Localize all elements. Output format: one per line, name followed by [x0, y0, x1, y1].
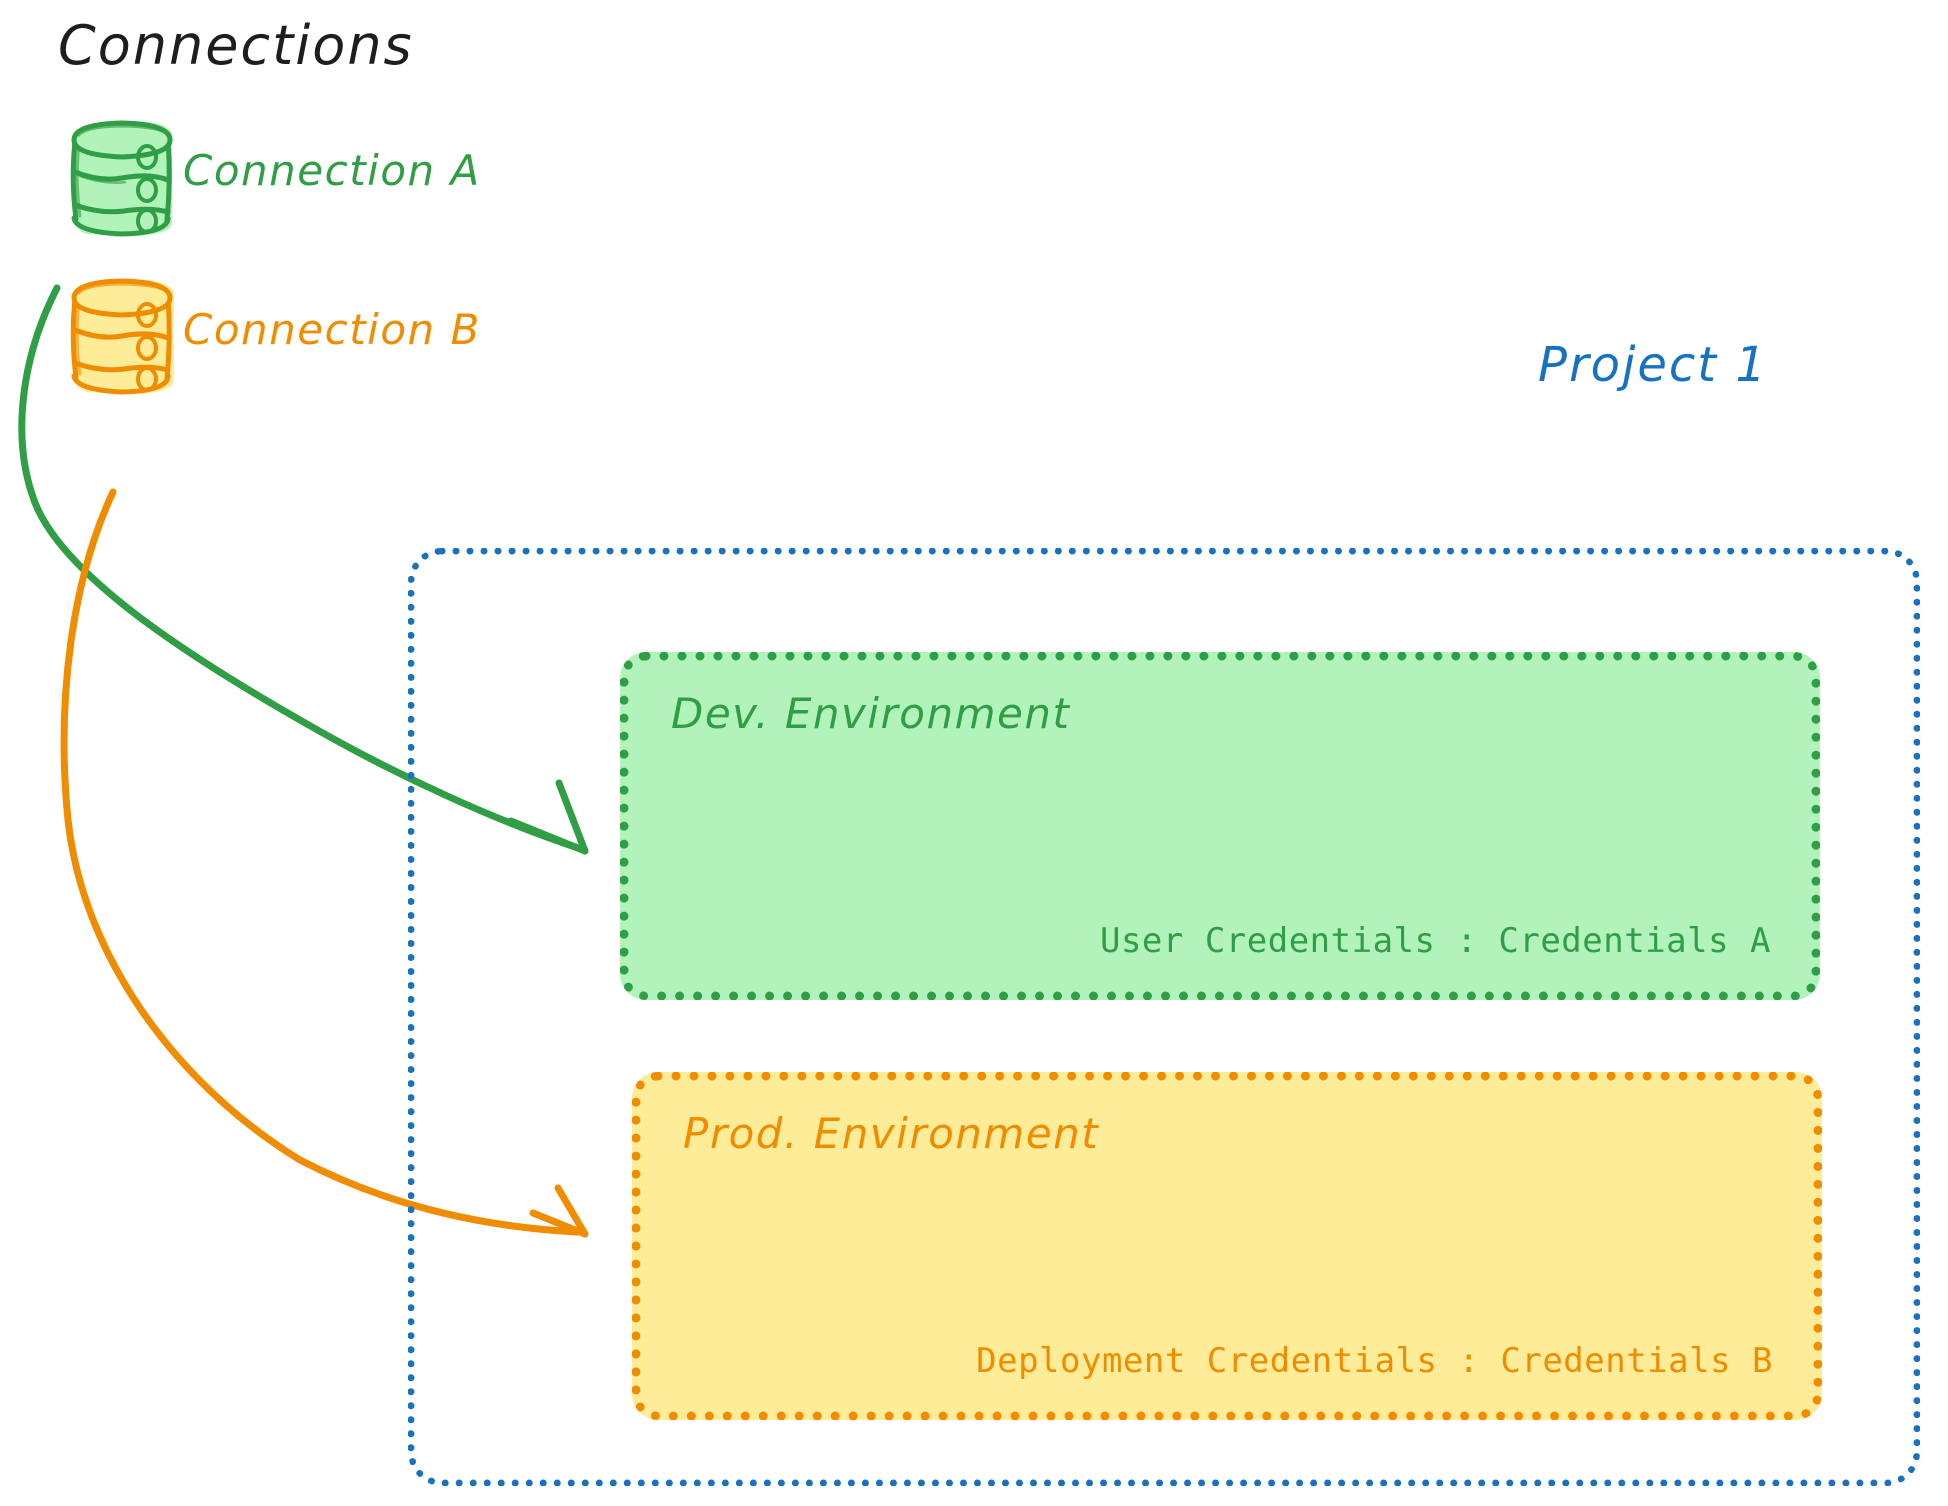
- prod-environment-credentials: Deployment Credentials : Credentials B: [976, 1341, 1773, 1381]
- project-container: [408, 548, 1920, 1486]
- dev-environment-title: Dev. Environment: [671, 689, 1071, 738]
- prod-environment-title: Prod. Environment: [683, 1109, 1100, 1158]
- page-title: Connections: [58, 14, 414, 77]
- connection-b-label[interactable]: Connection B: [183, 305, 481, 354]
- database-cylinder-icon-connection-a[interactable]: [70, 120, 173, 237]
- dev-environment-credentials: User Credentials : Credentials A: [1099, 921, 1771, 961]
- database-cylinder-icon-connection-b[interactable]: [70, 278, 175, 395]
- connection-a-label[interactable]: Connection A: [183, 146, 481, 195]
- project-title: Project 1: [1538, 337, 1768, 393]
- prod-environment-box[interactable]: Prod. Environment Deployment Credentials…: [632, 1072, 1822, 1420]
- dev-environment-box[interactable]: Dev. Environment User Credentials : Cred…: [620, 652, 1820, 1000]
